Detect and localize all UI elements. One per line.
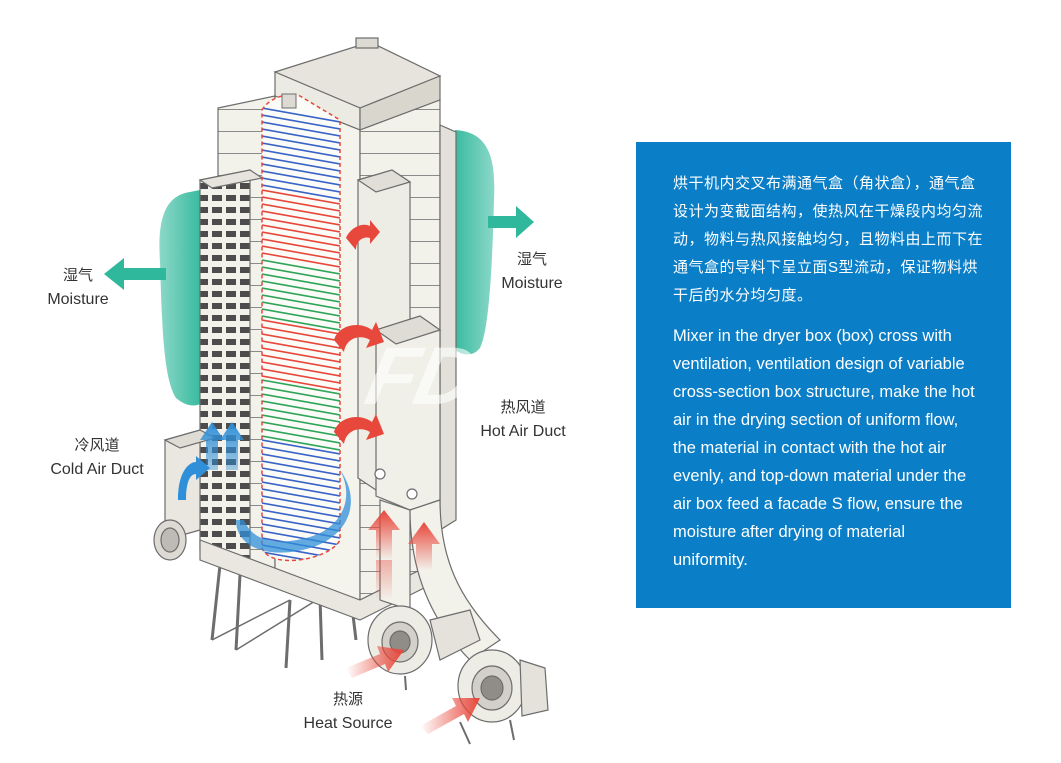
info-text-english: Mixer in the dryer box (box) cross with …	[673, 327, 975, 569]
cold-air-duct-cn: 冷风道	[74, 437, 120, 454]
heat-source-en: Heat Source	[303, 715, 393, 732]
air-box-line	[262, 315, 340, 331]
air-box-line	[262, 474, 340, 490]
air-box-line	[262, 121, 340, 137]
air-box-line	[262, 231, 340, 247]
hot-air-duct-label: 热风道 Hot Air Duct	[468, 396, 578, 444]
heat-source-label: 热源 Heat Source	[292, 688, 404, 736]
air-box-line	[262, 170, 340, 186]
air-box-line	[262, 326, 340, 342]
air-box-line	[262, 184, 340, 200]
air-box-line	[262, 149, 340, 165]
hot-air-duct-cn: 热风道	[500, 399, 546, 416]
moisture-left-cn: 湿气	[62, 267, 93, 284]
air-box-line	[262, 301, 340, 317]
air-box-line	[262, 467, 340, 483]
air-box-line	[262, 319, 340, 335]
air-box-line	[262, 502, 340, 518]
air-box-line	[262, 400, 340, 416]
air-box-line	[262, 135, 340, 151]
cold-air-arrows	[178, 422, 351, 553]
air-box-line	[262, 107, 340, 123]
air-box-line	[262, 421, 340, 437]
moisture-right-arrow	[455, 130, 534, 355]
air-box-line	[262, 347, 340, 363]
air-box-line	[262, 393, 340, 409]
air-box-line	[262, 435, 340, 451]
air-box-line	[262, 379, 340, 395]
moisture-right-label: 湿气 Moisture	[490, 248, 574, 296]
moisture-right-cn: 湿气	[516, 251, 547, 268]
moisture-right-en: Moisture	[501, 275, 563, 292]
air-box-line	[262, 114, 340, 130]
air-box-line	[262, 361, 340, 377]
air-box-line	[262, 481, 340, 497]
air-box-line	[262, 203, 340, 219]
air-box-line	[262, 495, 340, 511]
air-box-line	[262, 128, 340, 144]
air-box-line	[262, 224, 340, 240]
air-box-line	[262, 245, 340, 261]
air-box-line	[262, 333, 340, 349]
air-box-line	[262, 210, 340, 226]
air-box-line	[262, 177, 340, 193]
air-box-line	[262, 446, 340, 462]
air-box-line	[262, 252, 340, 268]
air-box-line	[262, 217, 340, 233]
air-box-line	[262, 460, 340, 476]
air-box-line	[262, 280, 340, 296]
air-box-line	[262, 488, 340, 504]
air-box-line	[262, 294, 340, 310]
air-box-line	[262, 368, 340, 384]
air-box-line	[262, 509, 340, 525]
air-box-line	[262, 340, 340, 356]
hot-air-arrows	[334, 220, 480, 734]
hot-air-duct-en: Hot Air Duct	[480, 423, 566, 440]
air-box-line	[262, 386, 340, 402]
moisture-left-arrow	[104, 190, 200, 406]
air-box-line	[262, 414, 340, 430]
air-box-line	[262, 156, 340, 172]
air-box-line	[262, 375, 340, 391]
air-box-line	[262, 439, 340, 455]
air-box-line	[262, 453, 340, 469]
internal-air-boxes	[261, 93, 341, 562]
heat-source-cn: 热源	[332, 691, 363, 708]
air-box-line	[262, 163, 340, 179]
air-box-line	[262, 287, 340, 303]
air-box-line	[262, 266, 340, 282]
air-box-line	[262, 142, 340, 158]
air-box-line	[262, 407, 340, 423]
air-box-line	[262, 196, 340, 212]
air-box-line	[262, 530, 340, 546]
air-box-line	[262, 189, 340, 205]
air-box-line	[262, 308, 340, 324]
air-box-line	[262, 259, 340, 275]
moisture-left-en: Moisture	[47, 291, 109, 308]
air-box-line	[262, 516, 340, 532]
air-box-line	[262, 428, 340, 444]
cold-air-duct-en: Cold Air Duct	[50, 461, 144, 478]
air-box-line	[262, 273, 340, 289]
air-box-line	[262, 354, 340, 370]
cold-air-duct-label: 冷风道 Cold Air Duct	[40, 434, 154, 482]
info-panel: 烘干机内交叉布满通气盒（角状盒），通气盒设计为变截面结构，使热风在干燥段内均匀流…	[636, 142, 1011, 608]
air-box-line	[262, 238, 340, 254]
moisture-left-label: 湿气 Moisture	[36, 264, 120, 312]
info-text-chinese: 烘干机内交叉布满通气盒（角状盒），通气盒设计为变截面结构，使热风在干燥段内均匀流…	[673, 175, 984, 304]
